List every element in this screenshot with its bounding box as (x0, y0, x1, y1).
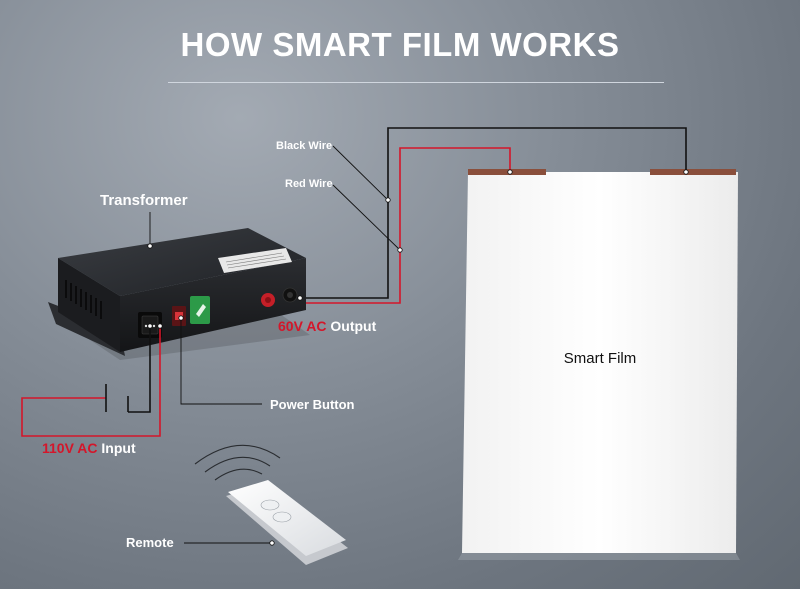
input-label: 110V AC Input (42, 440, 136, 456)
input-black-wire (128, 326, 151, 413)
film-electrode-right (650, 169, 736, 175)
red-wire (300, 147, 511, 304)
input-word: Input (101, 440, 136, 456)
smart-film-panel (458, 169, 740, 560)
power-button-label: Power Button (270, 397, 355, 412)
output-label: 60V AC Output (278, 318, 376, 334)
input-voltage: 110V AC (42, 440, 98, 456)
input-red-wire (21, 326, 161, 437)
red-wire-label: Red Wire (285, 178, 333, 190)
black-wire (300, 127, 687, 299)
transformer-label: Transformer (100, 192, 188, 209)
wireless-signal-icon (194, 444, 281, 481)
page-title: HOW SMART FILM WORKS (180, 26, 620, 63)
film-electrode-left (468, 169, 546, 175)
smart-film-label: Smart Film (563, 350, 637, 367)
output-voltage: 60V AC (278, 318, 327, 334)
remote-control (226, 480, 348, 565)
output-word: Output (330, 318, 377, 334)
transformer-box (48, 228, 306, 356)
black-wire-label: Black Wire (276, 140, 333, 152)
title-divider (168, 82, 664, 83)
remote-label: Remote (126, 535, 174, 550)
